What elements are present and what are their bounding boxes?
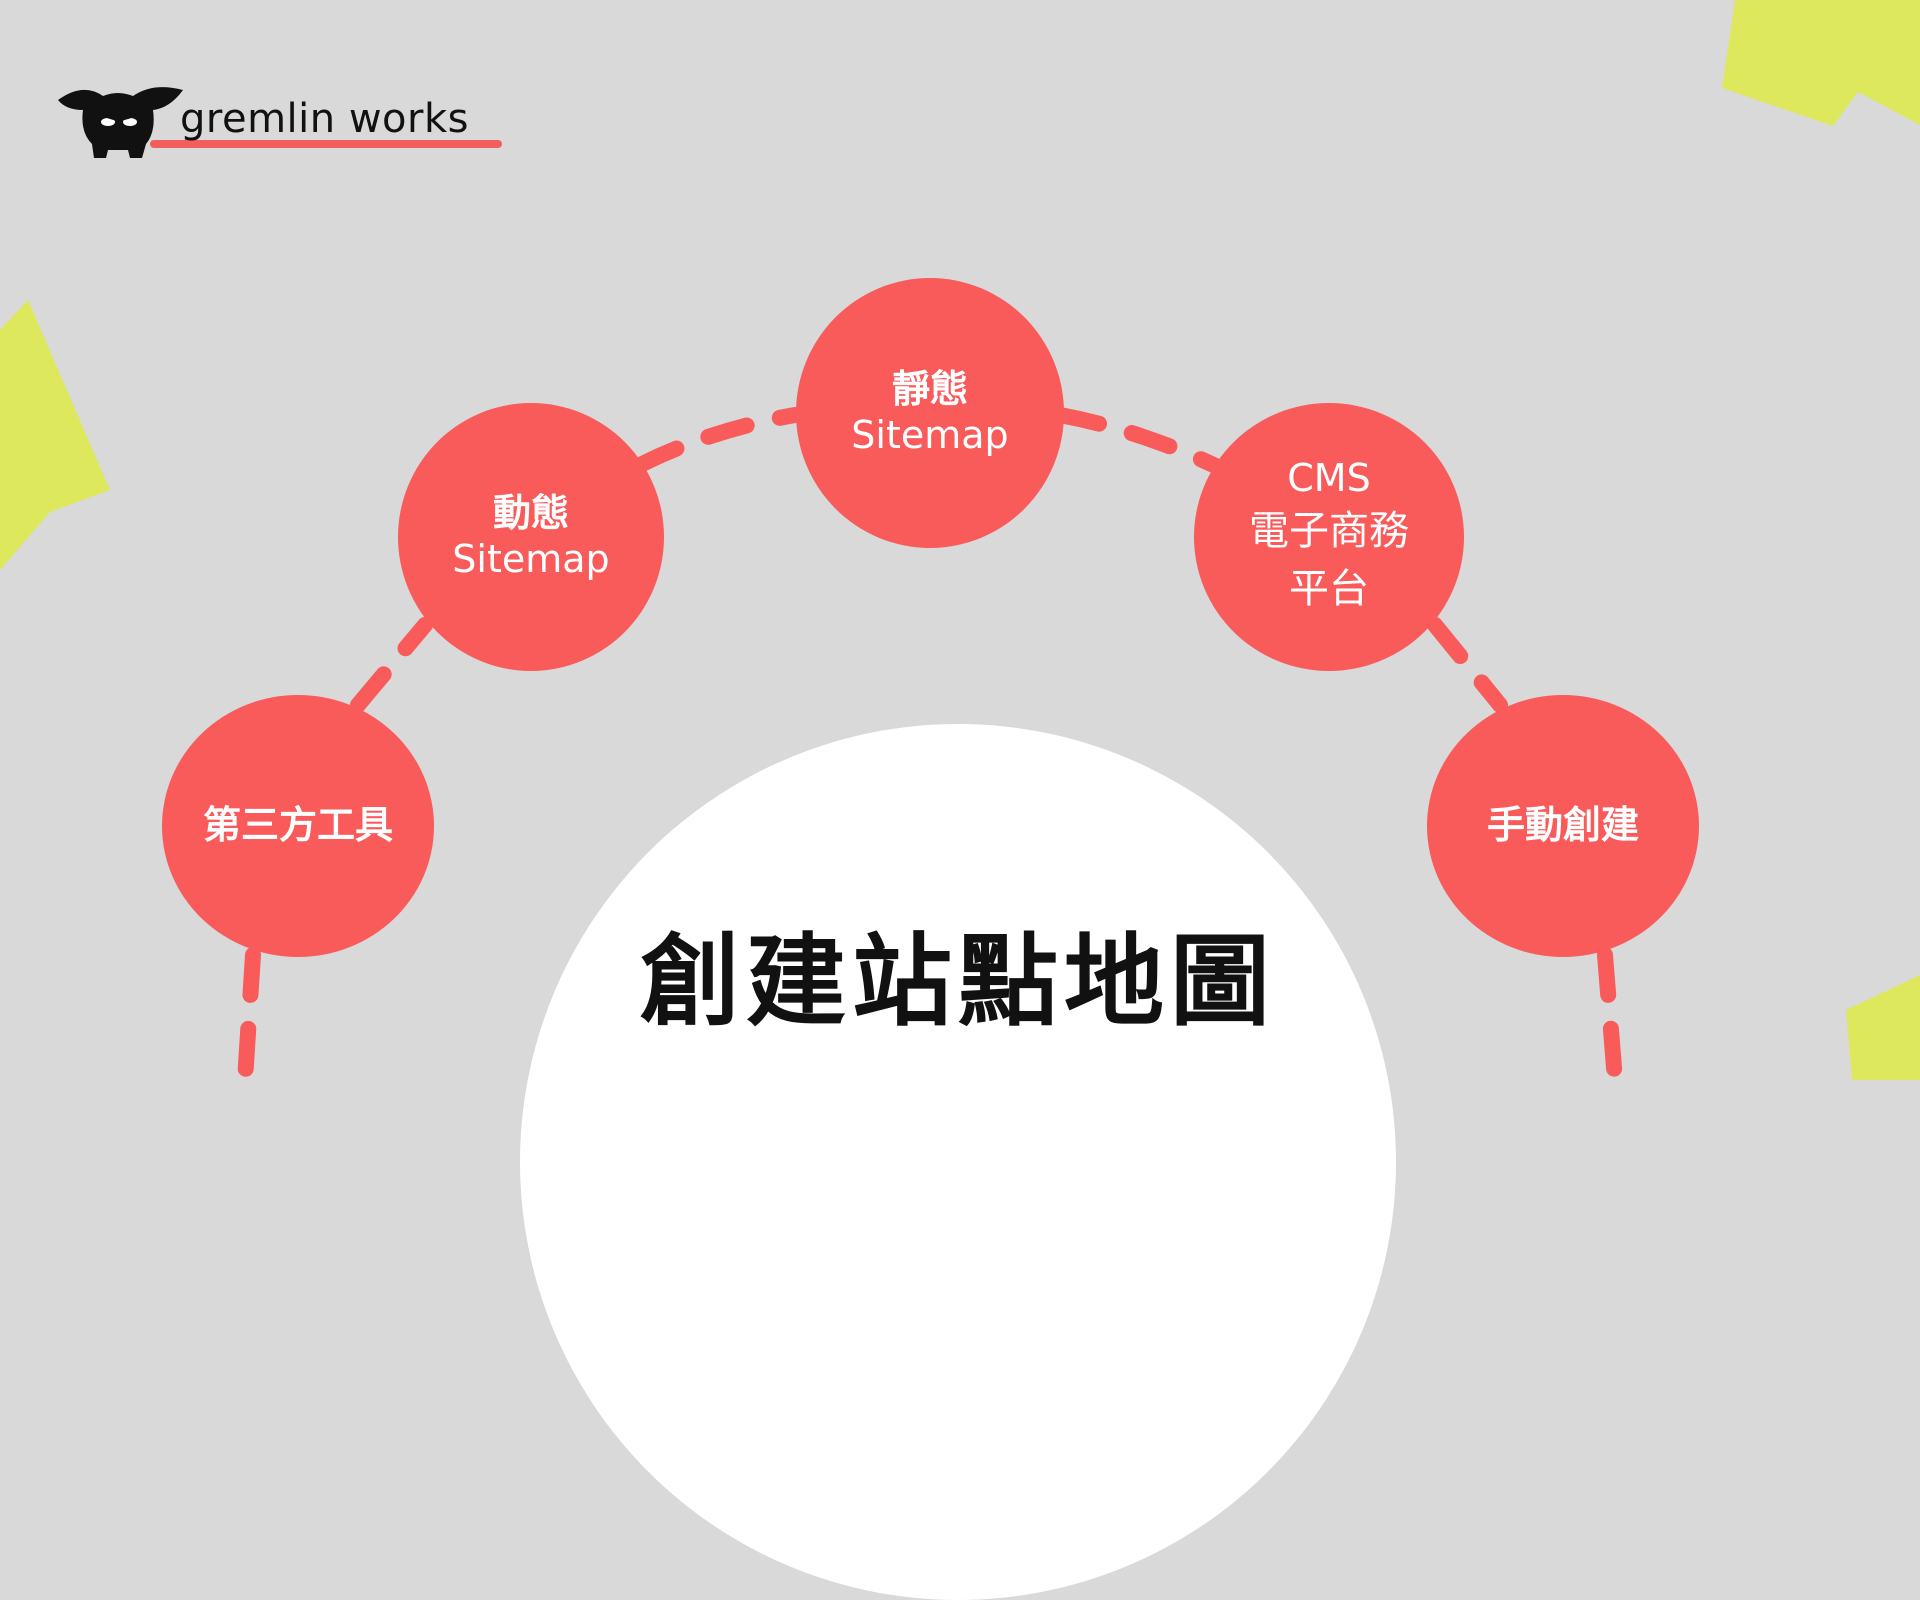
logo: gremlin works [58,82,508,162]
node-label: 靜態 [891,367,968,412]
node-sublabel: Sitemap [452,537,610,581]
node-cms-platform: CMS 電子商務 平台 [1194,403,1464,671]
connector-dynamic-to-static [632,407,803,473]
node-sublabel-2: 平台 [1289,565,1369,612]
node-manual-creation: 手動創建 [1427,695,1699,957]
connector-right-down [1597,947,1623,1080]
node-third-party-tools: 第三方工具 [162,695,434,957]
node-sublabel: Sitemap [851,413,1009,457]
node-label: CMS [1287,456,1371,501]
decorative-shapes [0,0,1920,1080]
yellow-shape-top-right [1722,0,1920,126]
yellow-shape-left [0,300,110,570]
connector-left-down [237,947,261,1080]
connector-cms-to-manual [1427,617,1508,713]
node-label: 手動創建 [1486,803,1639,848]
yellow-shape-bottom-right [1846,975,1920,1080]
page-title: 創建站點地圖 [640,923,1276,1040]
connector-third-party-to-dynamic [350,617,433,713]
connector-static-to-cms [1052,407,1228,476]
dashed-connectors [237,407,1623,1080]
node-label: 動態 [492,491,569,536]
node-dynamic-sitemap: 動態 Sitemap [398,403,664,671]
central-hub [520,724,1396,1600]
node-label: 第三方工具 [202,803,393,848]
node-sublabel: 電子商務 [1249,507,1409,554]
node-static-sitemap: 靜態 Sitemap [796,278,1064,548]
gremlin-mascot-icon [58,87,183,158]
logo-text: gremlin works [180,96,469,142]
logo-underline [150,140,502,148]
